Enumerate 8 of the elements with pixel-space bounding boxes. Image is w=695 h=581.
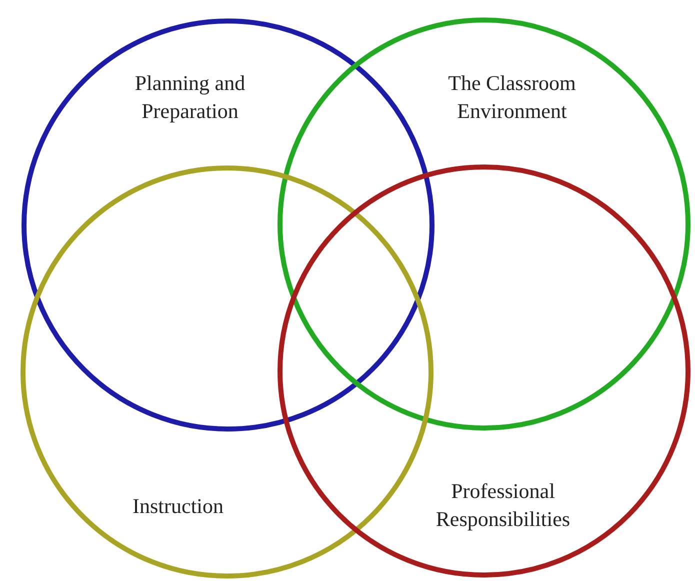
circle-label: The Classroom Environment [447,70,577,125]
circle-label: Professional Responsibilities [434,478,572,533]
venn-circle [277,17,691,431]
venn-circle [21,18,435,432]
venn-circle [277,164,691,578]
circle-label: Planning and Preparation [134,70,246,125]
circle-label: Instruction [132,493,224,520]
venn-circle [20,165,434,579]
